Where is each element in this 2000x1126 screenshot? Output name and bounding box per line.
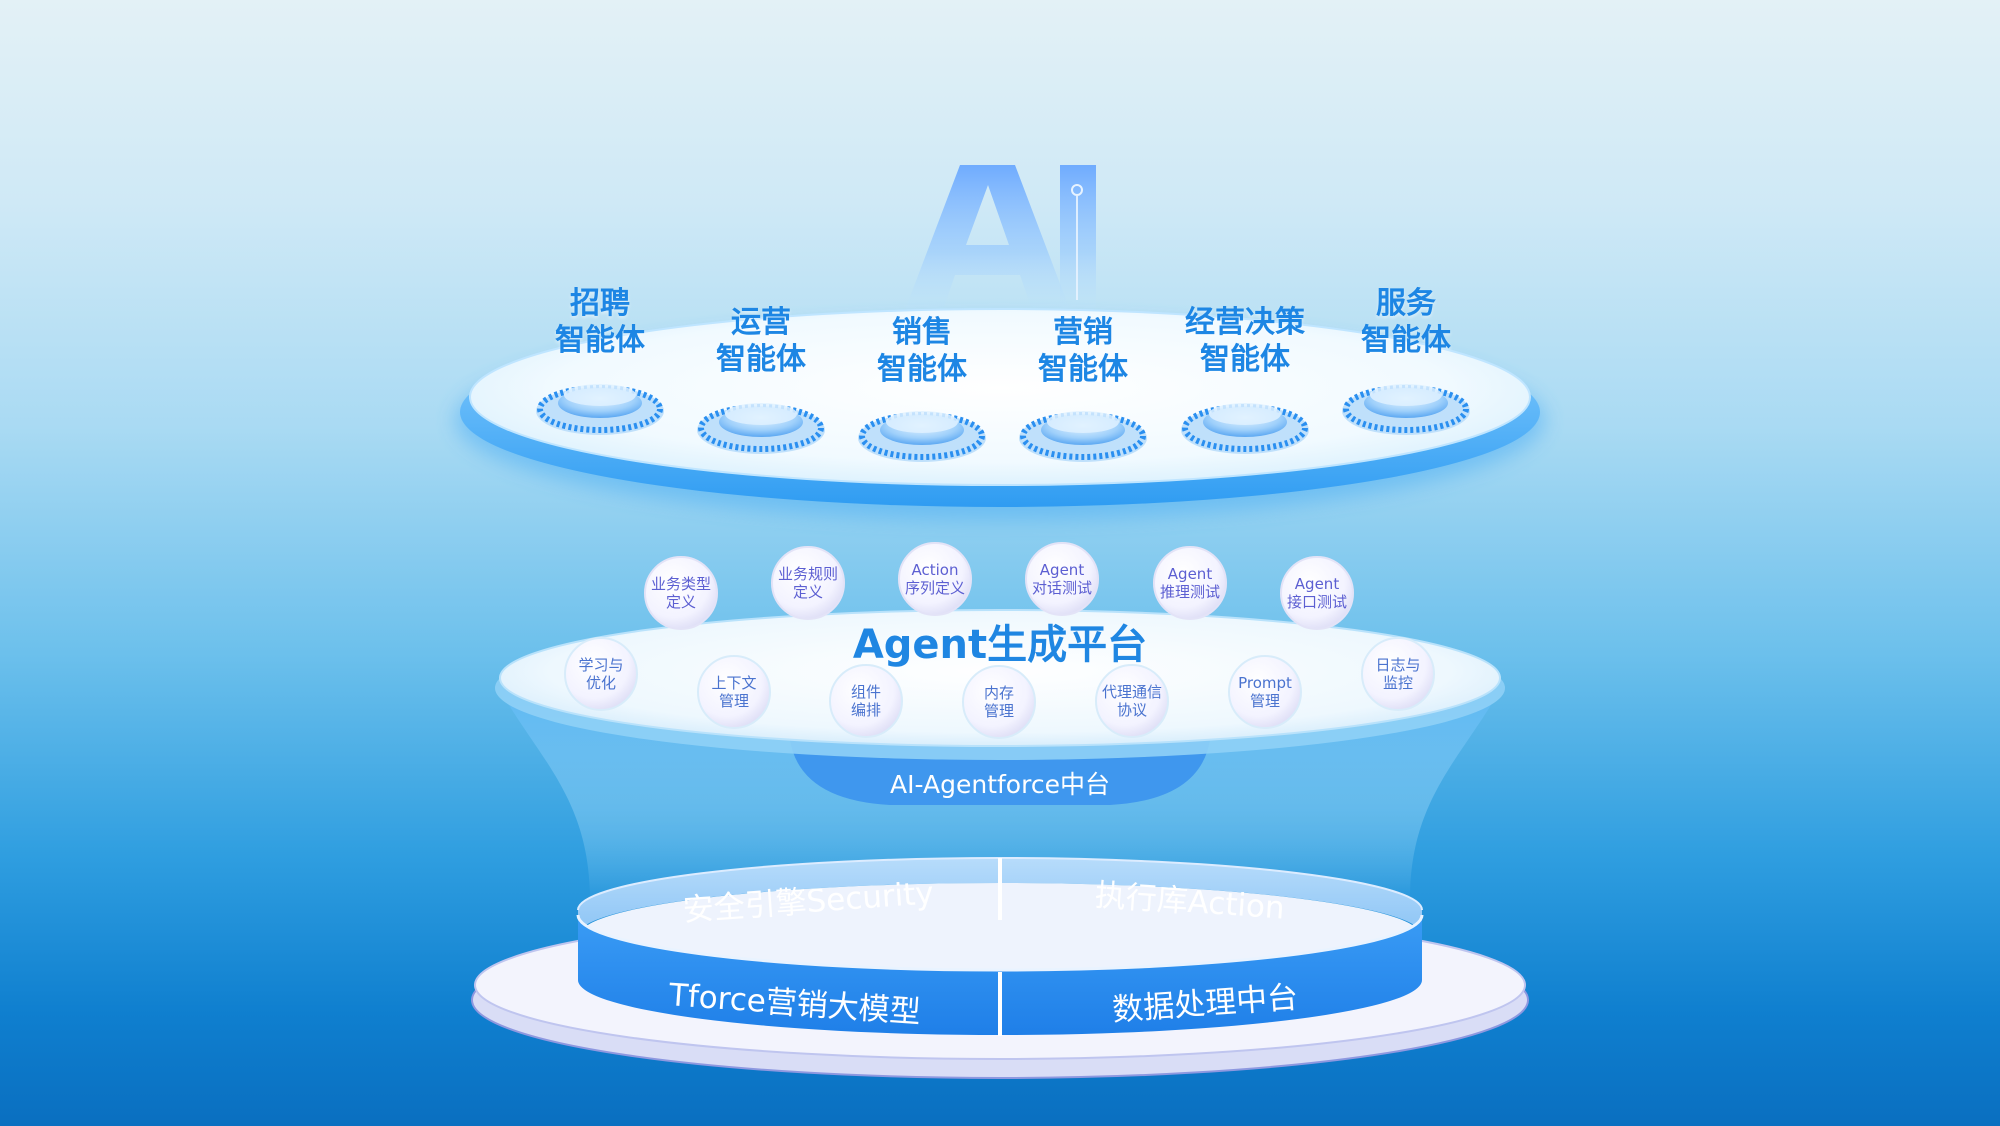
bubble (962, 665, 1036, 739)
bubble (1025, 542, 1099, 616)
agent-button (1342, 384, 1470, 435)
agent-button (536, 384, 664, 435)
bubble-label: 上下文管理 (711, 674, 757, 710)
bubble-label: 业务规则定义 (777, 565, 838, 601)
bubble (771, 546, 845, 620)
bubble-label: 代理通信协议 (1101, 683, 1162, 719)
lower-bubbles (564, 637, 1435, 739)
agent-label-marketing: 营销智能体 (1038, 315, 1128, 387)
bubble (1153, 546, 1227, 620)
bubble (697, 655, 771, 729)
agent-button (697, 403, 825, 454)
agent-button (1019, 411, 1147, 462)
agent-label-decision: 经营决策智能体 (1185, 305, 1305, 377)
platform-title: Agent生成平台 (852, 622, 1148, 668)
bubble (1228, 655, 1302, 729)
bubble (564, 637, 638, 711)
bubble-label: 组件编排 (850, 683, 881, 719)
agent-label-service: 服务智能体 (1361, 286, 1451, 358)
bubble (1280, 556, 1354, 630)
middle-platform-title: AI-Agentforce中台 (890, 770, 1110, 799)
agent-label-recruit: 招聘智能体 (555, 286, 645, 358)
bubble (829, 664, 903, 738)
bubble (644, 556, 718, 630)
base-ring (576, 857, 1424, 1036)
agent-buttons (536, 384, 1470, 462)
bubble (1361, 637, 1435, 711)
agent-label-sales: 销售智能体 (877, 315, 967, 387)
bubble-label: 学习与优化 (578, 656, 624, 692)
bubble (898, 542, 972, 616)
ai-hero (905, 165, 1096, 310)
bubble (1095, 664, 1169, 738)
agent-button (858, 411, 986, 462)
bubble-label: 内存管理 (983, 684, 1014, 720)
bubble-label: 业务类型定义 (650, 575, 711, 611)
bubble-label: 日志与监控 (1375, 656, 1421, 692)
agent-label-operation: 运营智能体 (716, 305, 806, 377)
agent-button (1181, 403, 1309, 454)
upper-bubbles (644, 542, 1354, 630)
